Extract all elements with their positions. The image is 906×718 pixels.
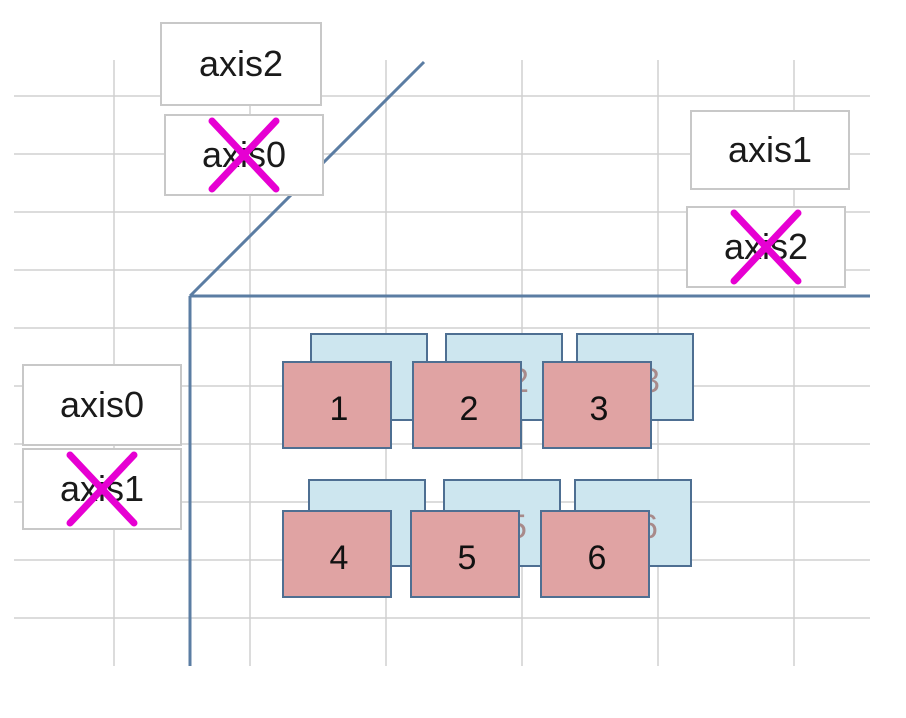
axis1-label-left-crossed: axis1 xyxy=(22,448,182,530)
front-cell-label: 1 xyxy=(330,390,349,428)
front-cell xyxy=(412,361,522,449)
axis0-label-top-crossed: axis0 xyxy=(164,114,324,196)
axis2-label-top: axis2 xyxy=(160,22,322,106)
axis0-label-top-crossed-text: axis0 xyxy=(201,134,287,175)
front-cell xyxy=(282,510,392,598)
axis1-label-right: axis1 xyxy=(690,110,850,190)
front-cell xyxy=(542,361,652,449)
axis0-label-left: axis0 xyxy=(22,364,182,446)
front-cell xyxy=(282,361,392,449)
axis1-label-right-text: axis1 xyxy=(727,129,813,170)
front-cell-label: 5 xyxy=(458,539,477,577)
axis0-label-left-text: axis0 xyxy=(59,384,145,425)
axis1-label-left-crossed-text: axis1 xyxy=(59,468,145,509)
axis2-label-right-crossed: axis2 xyxy=(686,206,846,288)
axis2-label-top-text: axis2 xyxy=(198,43,284,84)
front-cell-label: 3 xyxy=(590,390,609,428)
front-layer-cells: 1 2 3 4 5 6 xyxy=(282,361,652,598)
front-cell-label: 4 xyxy=(330,539,349,577)
front-cell-label: 6 xyxy=(588,539,607,577)
front-cell xyxy=(540,510,650,598)
front-cell-label: 2 xyxy=(460,390,479,428)
axis2-label-right-crossed-text: axis2 xyxy=(723,226,809,267)
front-cell xyxy=(410,510,520,598)
